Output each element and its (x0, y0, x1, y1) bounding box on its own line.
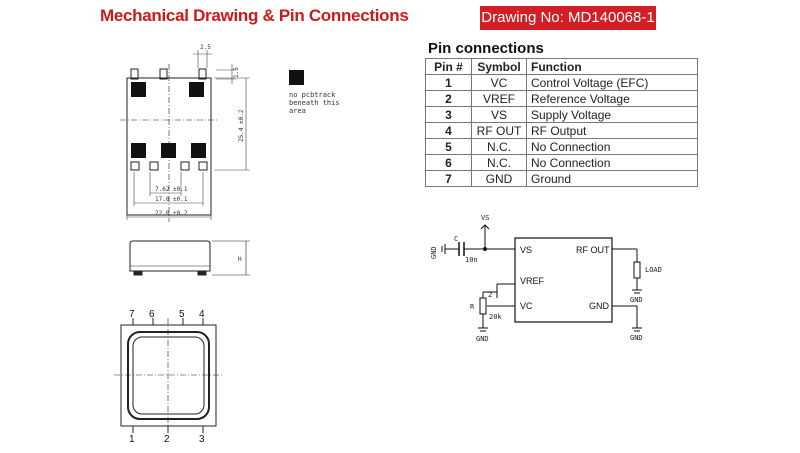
pin-notch (180, 161, 190, 171)
pin-notch (198, 161, 208, 171)
oscillator-block (514, 237, 613, 323)
gnd-label: GND (476, 335, 489, 343)
pin-notch (159, 68, 168, 80)
dimension-lines (126, 50, 250, 220)
load-resistor (633, 261, 641, 279)
pin-connections-table: Pin # Symbol Function 1 VC Control Volta… (425, 58, 698, 187)
bottom-inner-frame (127, 331, 210, 420)
capacitor-label: C (454, 235, 458, 243)
symbol-cell: VS (471, 106, 527, 123)
col-pin: Pin # (425, 58, 472, 75)
table-row: 4 RF OUT RF Output (425, 122, 698, 139)
footprint-pads (131, 70, 304, 158)
side-body (129, 240, 211, 272)
dim-body-height: 25.4 ±0.2 (238, 109, 245, 142)
pin-notch (130, 68, 139, 80)
function-cell: Control Voltage (EFC) (526, 74, 698, 91)
potentiometer-body (479, 297, 487, 315)
function-cell: No Connection (526, 154, 698, 171)
table-row: 7 GND Ground (425, 170, 698, 187)
function-cell: Reference Voltage (526, 90, 698, 107)
capacitor-value: 10n (465, 256, 478, 264)
dim-pad-height: 1.5 (233, 67, 240, 78)
gnd-label: GND (630, 296, 643, 304)
bottom-pin-number: 1 (129, 434, 135, 445)
dim-pitch-a: 7.62 ±0.1 (155, 186, 188, 193)
pot-pin-number: 2 (488, 291, 492, 299)
bottom-pin-number: 3 (199, 434, 205, 445)
pin-cell: 7 (425, 170, 472, 187)
load-label: LOAD (645, 266, 662, 274)
function-cell: No Connection (526, 138, 698, 155)
pin-notch (149, 161, 159, 171)
drawing-number-badge: Drawing No: MD140068-1 (480, 6, 656, 30)
dim-side-height: H (238, 256, 242, 263)
pot-value: 20k (489, 313, 502, 321)
gnd-label: GND (430, 246, 438, 259)
keepout-note-line: beneath this (289, 99, 340, 107)
symbol-cell: GND (471, 170, 527, 187)
bottom-pin-number: 6 (149, 309, 155, 320)
page-title: Mechanical Drawing & Pin Connections (100, 6, 409, 25)
pin-notch (198, 68, 207, 80)
supply-arrow (480, 224, 490, 230)
pin-label-vref: VREF (520, 276, 545, 286)
pin-label-gnd: GND (589, 301, 610, 311)
pin-notch (130, 161, 140, 171)
pin-connections-heading: Pin connections (428, 40, 544, 57)
bottom-pin-number: 5 (179, 309, 185, 320)
keepout-legend-square (289, 70, 304, 85)
keepout-note-line: area (289, 107, 306, 115)
pin-label-vc: VC (520, 301, 533, 311)
pin-label-vs: VS (520, 245, 532, 255)
bottom-pin-number: 4 (199, 309, 205, 320)
schematic (441, 224, 642, 332)
pad (191, 143, 206, 158)
pot-label: R (470, 303, 475, 311)
side-view (129, 240, 250, 276)
bottom-inner-frame (132, 336, 205, 415)
keepout-note-line: no pcbtrack (289, 91, 336, 99)
bottom-pin-number: 7 (129, 309, 135, 320)
pad (131, 143, 146, 158)
dim-pitch-b: 17.8 ±0.1 (155, 196, 188, 203)
symbol-cell: N.C. (471, 154, 527, 171)
bottom-view (114, 318, 222, 433)
pad (161, 143, 176, 158)
pad (189, 82, 204, 97)
pin-label-rfout: RF OUT (576, 245, 610, 255)
dim-body-width: 22.0 ±0.2 (155, 210, 188, 217)
table-row: 6 N.C. No Connection (425, 154, 698, 171)
side-lead (197, 270, 207, 276)
gnd-label: GND (630, 334, 643, 342)
vs-supply-label: VS (481, 214, 489, 222)
bottom-pin-number: 2 (164, 434, 170, 445)
function-cell: Ground (526, 170, 698, 187)
pad (131, 82, 146, 97)
side-lead (133, 270, 143, 276)
dim-pad-width: 2.5 (200, 44, 211, 51)
